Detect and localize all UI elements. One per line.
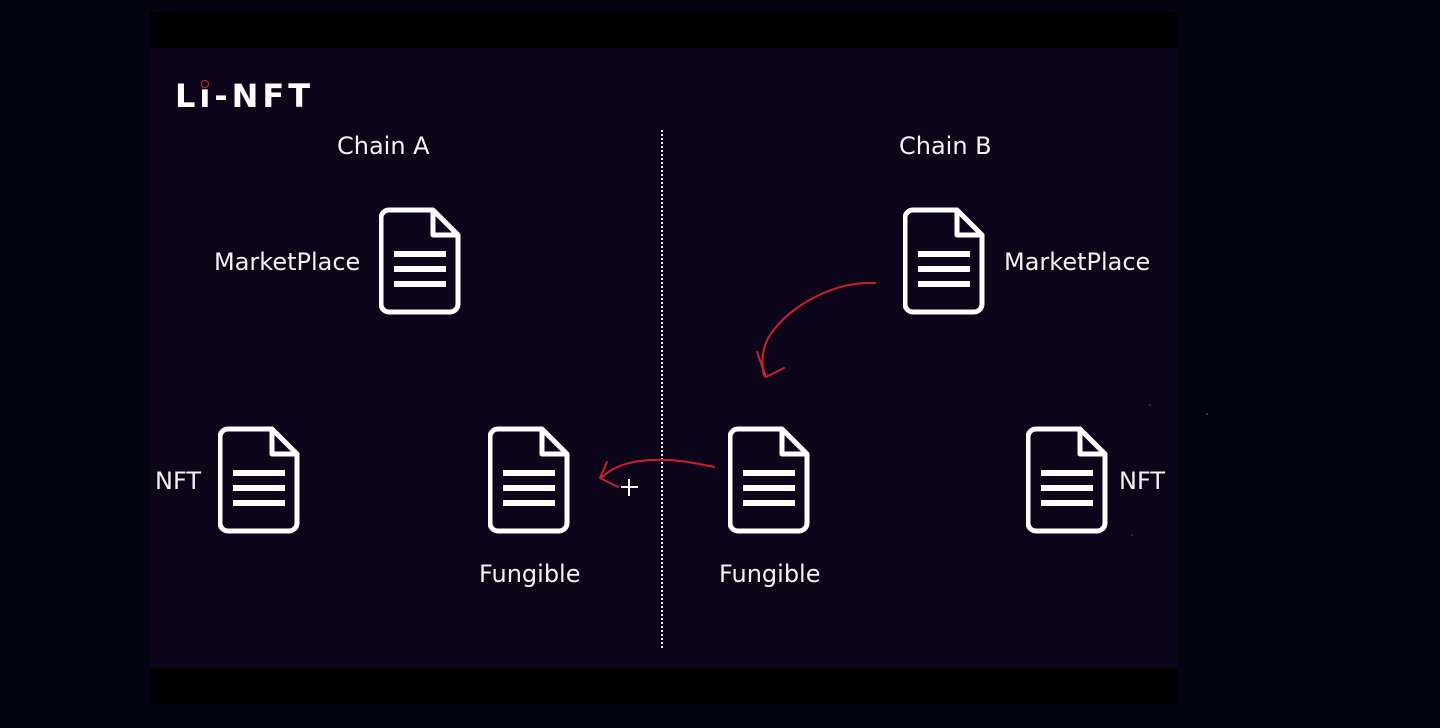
chain-b-fungible-label: Fungible	[719, 560, 821, 588]
chain-b-fungible-document-icon	[728, 426, 810, 534]
chain-b-nft-document-icon	[1026, 426, 1108, 534]
chain-a-fungible-document-icon	[488, 426, 570, 534]
chain-divider	[661, 130, 663, 648]
logo-text: Li-NFT	[175, 77, 315, 115]
chain-b-marketplace-document-icon	[903, 207, 985, 315]
chain-a-marketplace-document-icon	[379, 207, 461, 315]
stray-dot	[1206, 413, 1208, 415]
letterbox-bottom	[150, 668, 1177, 704]
chain-a-marketplace-label: MarketPlace	[214, 248, 361, 276]
chain-a-fungible-label: Fungible	[479, 560, 581, 588]
chain-b-marketplace-label: MarketPlace	[1004, 248, 1151, 276]
slide	[150, 48, 1177, 668]
chain-b-nft-label: NFT	[1119, 467, 1165, 495]
chain-a-title: Chain A	[337, 132, 430, 160]
chain-a-nft-document-icon	[218, 426, 300, 534]
chain-a-nft-label: NFT	[155, 467, 201, 495]
letterbox-top	[150, 12, 1177, 48]
logo-dot-icon	[201, 80, 209, 88]
chain-b-title: Chain B	[899, 132, 992, 160]
logo: Li-NFT	[175, 76, 314, 116]
